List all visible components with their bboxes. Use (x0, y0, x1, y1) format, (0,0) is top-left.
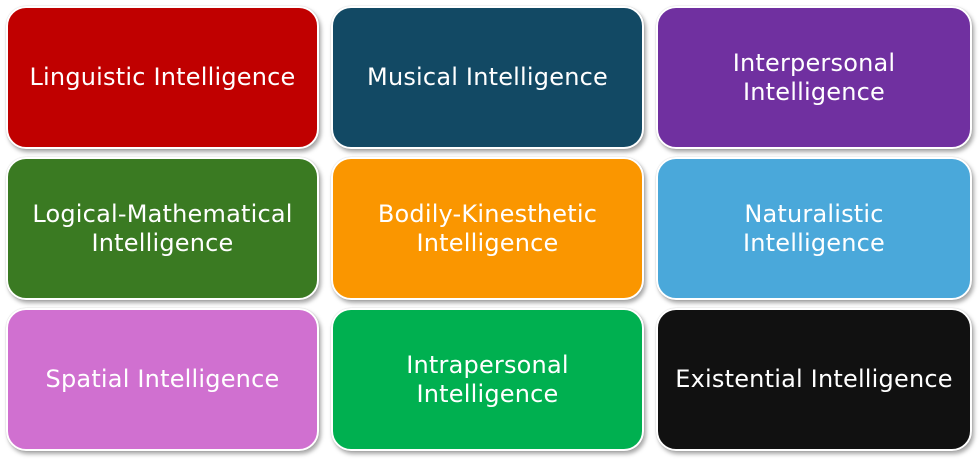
tile-naturalistic: Naturalistic Intelligence (656, 157, 972, 300)
tile-intrapersonal-label: Intrapersonal Intelligence (406, 350, 569, 408)
tile-logical-mathematical: Logical-Mathematical Intelligence (6, 157, 319, 300)
tile-existential-label: Existential Intelligence (675, 365, 953, 393)
tile-musical: Musical Intelligence (331, 6, 644, 149)
tile-intrapersonal: Intrapersonal Intelligence (331, 308, 644, 451)
tile-spatial-label: Spatial Intelligence (45, 365, 280, 393)
tile-linguistic: Linguistic Intelligence (6, 6, 319, 149)
intelligence-grid: Linguistic Intelligence Musical Intellig… (6, 6, 972, 455)
tile-logical-mathematical-label: Logical-Mathematical Intelligence (32, 199, 293, 257)
tile-naturalistic-label: Naturalistic Intelligence (742, 199, 886, 257)
tile-spatial: Spatial Intelligence (6, 308, 319, 451)
tile-bodily-kinesthetic-label: Bodily-Kinesthetic Intelligence (377, 199, 598, 257)
tile-linguistic-label: Linguistic Intelligence (29, 63, 296, 91)
tile-bodily-kinesthetic: Bodily-Kinesthetic Intelligence (331, 157, 644, 300)
tile-interpersonal: Interpersonal Intelligence (656, 6, 972, 149)
tile-existential: Existential Intelligence (656, 308, 972, 451)
tile-musical-label: Musical Intelligence (367, 63, 608, 91)
tile-interpersonal-label: Interpersonal Intelligence (732, 48, 896, 106)
